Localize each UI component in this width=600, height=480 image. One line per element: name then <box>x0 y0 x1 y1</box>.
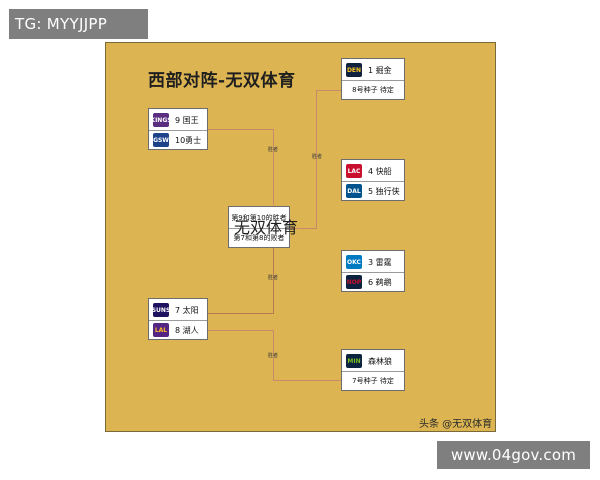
site-url-tag: www.04gov.com <box>437 441 590 469</box>
connector-suns-up <box>273 248 274 313</box>
team-warriors: 10勇士 <box>175 135 202 145</box>
connector-center-right <box>290 228 316 229</box>
team-row-lakers: LAL 8 湖人 <box>149 321 207 339</box>
mavericks-logo-icon: DAL <box>346 184 362 198</box>
timberwolves-logo-icon: MIN <box>346 354 362 368</box>
connector-lakers-down <box>273 330 274 380</box>
author-credit: 头条 @无双体育 <box>419 419 493 430</box>
connector-to-nuggets-vertical <box>316 90 317 229</box>
winner-label-4: 胜者 <box>268 353 279 359</box>
team-row-nuggets-opp: 8号种子 待定 <box>342 81 404 99</box>
center-watermark: 无双体育 <box>234 218 299 237</box>
team-row-timberwolves: MIN 森林狼 <box>342 352 404 370</box>
winner-label-3: 胜者 <box>268 275 279 281</box>
connector-playin-down <box>273 129 274 205</box>
team-clippers: 4 快船 <box>368 166 392 176</box>
team-thunder: 3 雷霆 <box>368 257 392 267</box>
team-timberwolves: 森林狼 <box>368 356 392 366</box>
card-playin-center: 第9和第10的胜者 第7和第8的败者 <box>228 206 290 248</box>
team-nuggets: 1 掘金 <box>368 65 392 75</box>
card-timberwolves: MIN 森林狼 7号种子 待定 <box>341 349 405 391</box>
warriors-logo-icon: GSW <box>153 133 169 147</box>
team-suns: 7 太阳 <box>175 305 199 315</box>
pelicans-logo-icon: NOP <box>346 275 362 289</box>
lakers-logo-icon: LAL <box>153 323 169 337</box>
winner-label-1: 胜者 <box>268 147 279 153</box>
timberwolves-opponent: 7号种子 待定 <box>352 377 394 385</box>
center-top: 第9和第10的胜者 <box>231 214 287 222</box>
team-row-thunder: OKC 3 雷霆 <box>342 253 404 271</box>
team-row-nuggets: DEN 1 掘金 <box>342 61 404 79</box>
bracket-board <box>105 42 496 432</box>
nuggets-logo-icon: DEN <box>346 63 362 77</box>
connector-lakers-right <box>207 330 273 331</box>
connector-suns-left <box>207 313 274 314</box>
thunder-logo-icon: OKC <box>346 255 362 269</box>
team-row-warriors: GSW 10勇士 <box>149 131 207 149</box>
team-mavericks: 5 独行侠 <box>368 186 400 196</box>
card-thunder-pelicans: OKC 3 雷霆 NOP 6 鹈鹕 <box>341 250 405 292</box>
team-row-kings: KINGS 9 国王 <box>149 111 207 129</box>
card-clippers-mavericks: LAC 4 快船 DAL 5 独行侠 <box>341 159 405 201</box>
team-lakers: 8 湖人 <box>175 325 199 335</box>
team-row-timberwolves-opp: 7号种子 待定 <box>342 372 404 390</box>
bracket-title: 西部对阵-无双体育 <box>148 71 296 91</box>
team-row-pelicans: NOP 6 鹈鹕 <box>342 273 404 291</box>
connector-to-timberwolves <box>273 380 341 381</box>
team-row-clippers: LAC 4 快船 <box>342 162 404 180</box>
source-tag: TG: MYYJJPP <box>9 9 148 39</box>
team-pelicans: 6 鹈鹕 <box>368 277 392 287</box>
winner-label-2: 胜者 <box>312 154 323 160</box>
card-kings-warriors: KINGS 9 国王 GSW 10勇士 <box>148 108 208 150</box>
center-bottom: 第7和第8的败者 <box>233 234 285 242</box>
card-suns-lakers: SUNS 7 太阳 LAL 8 湖人 <box>148 298 208 340</box>
team-row-suns: SUNS 7 太阳 <box>149 301 207 319</box>
team-kings: 9 国王 <box>175 115 199 125</box>
team-row-mavericks: DAL 5 独行侠 <box>342 182 404 200</box>
kings-logo-icon: KINGS <box>150 113 172 127</box>
card-nuggets: DEN 1 掘金 8号种子 待定 <box>341 58 405 100</box>
nuggets-opponent: 8号种子 待定 <box>352 86 394 94</box>
clippers-logo-icon: LAC <box>346 164 362 178</box>
connector-to-nuggets <box>316 90 341 91</box>
connector-kings-warriors-right <box>207 129 273 130</box>
suns-logo-icon: SUNS <box>152 303 170 317</box>
